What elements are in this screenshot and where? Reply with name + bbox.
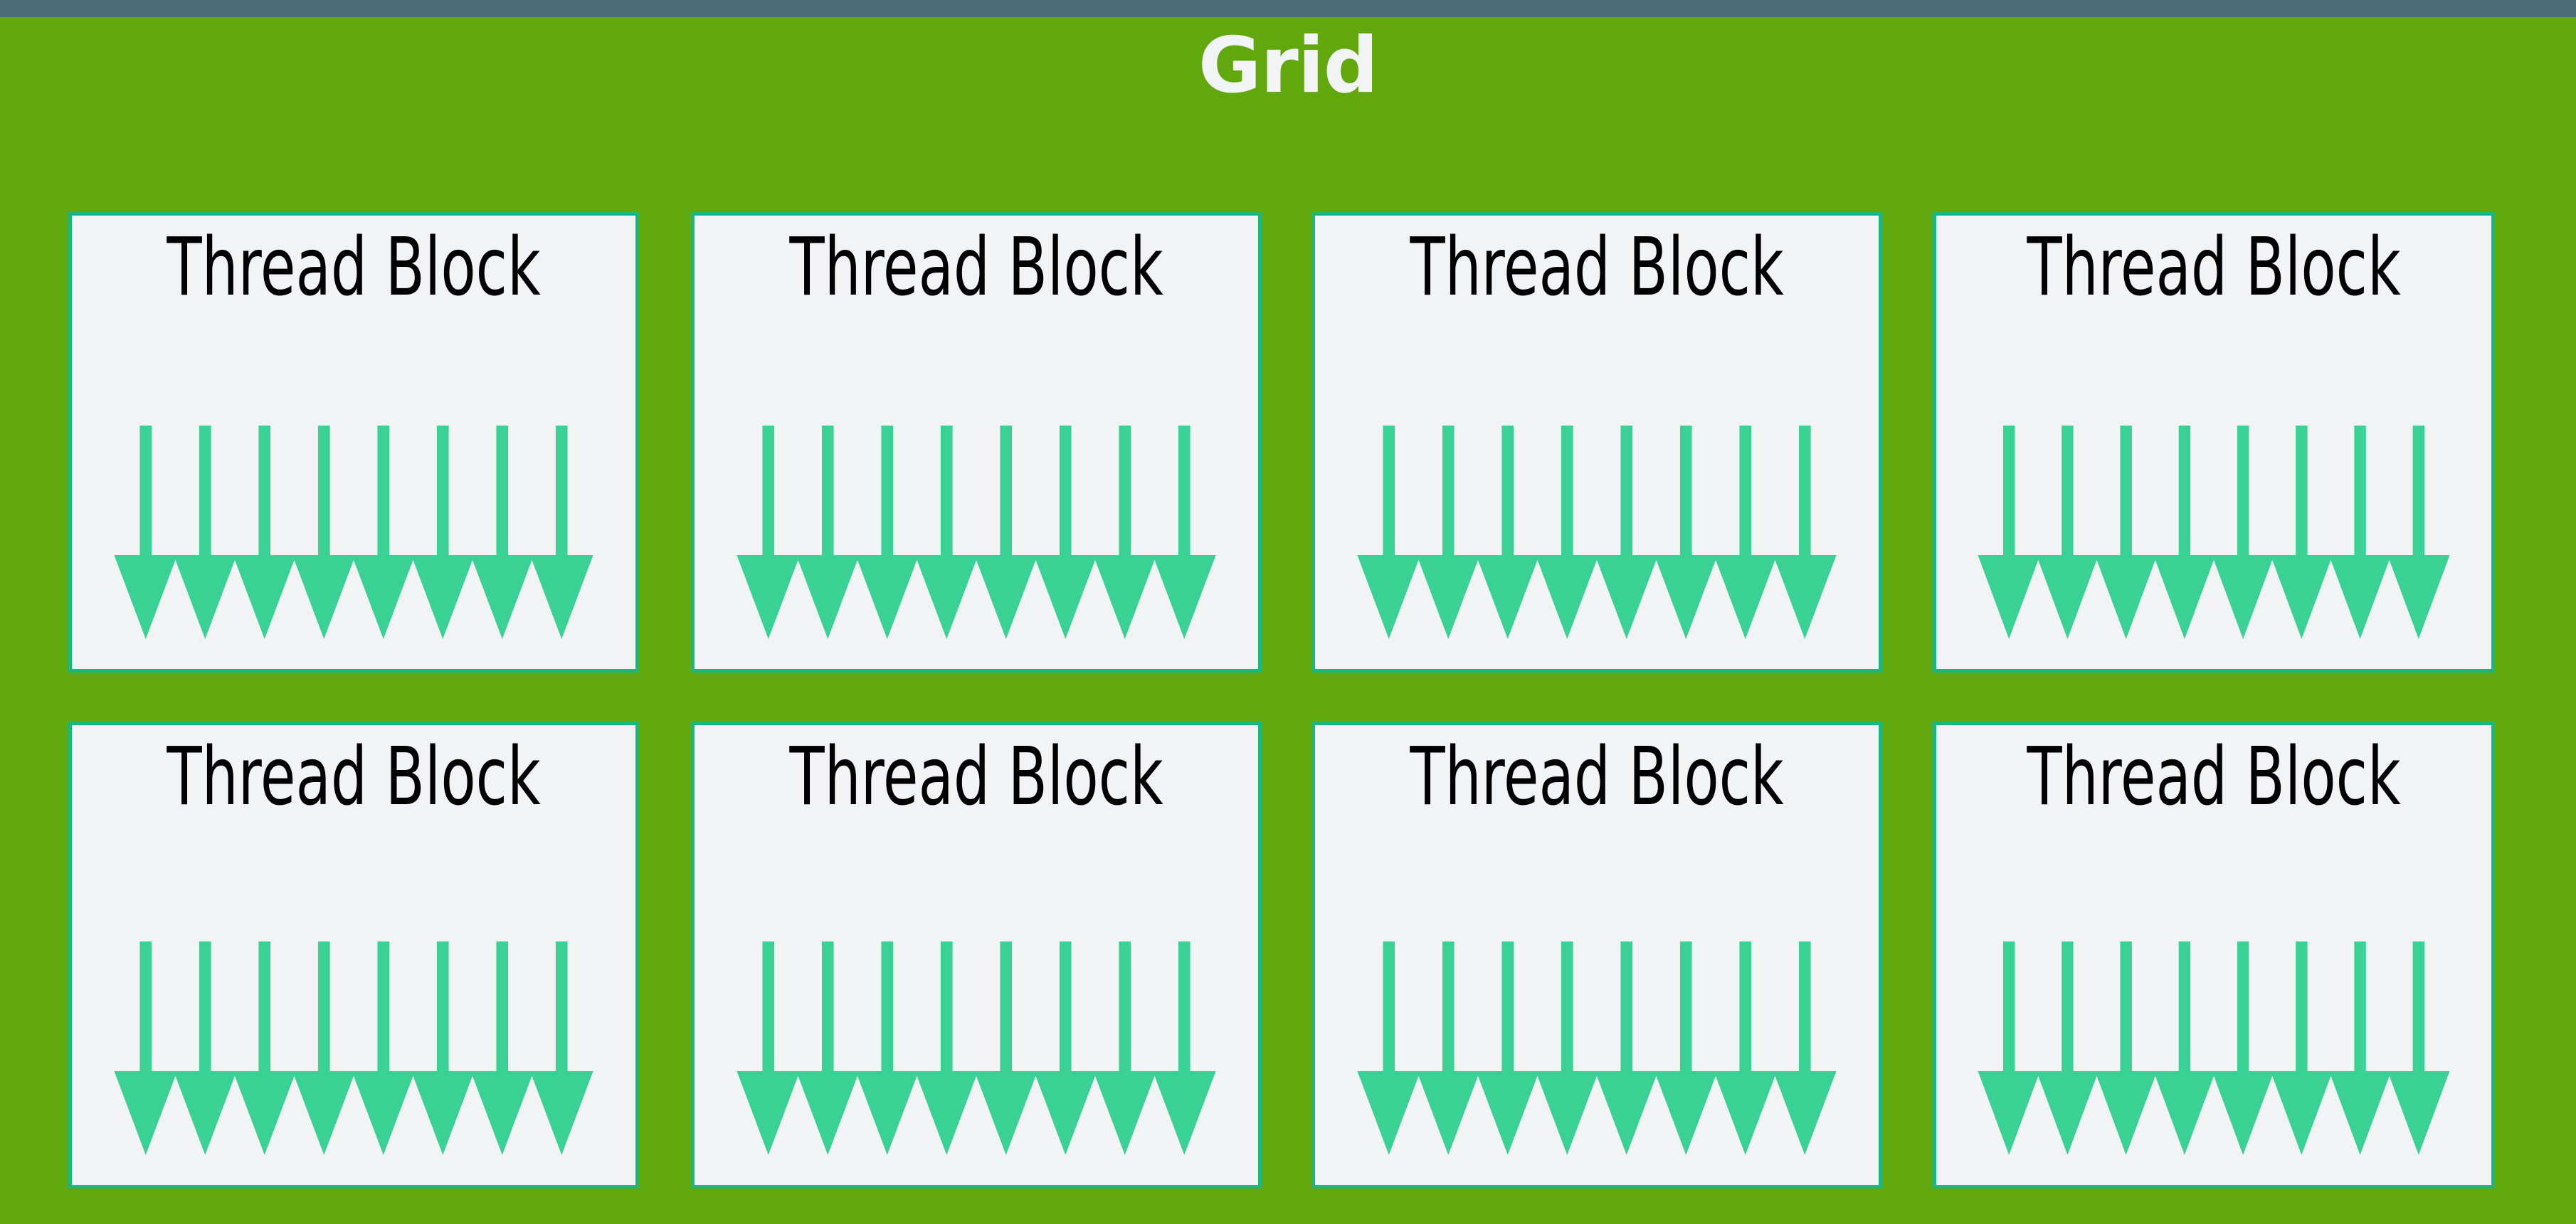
down-arrow-icon [1152, 1071, 1216, 1155]
down-arrow-icon [1033, 1071, 1097, 1155]
down-arrow-icon [1595, 1071, 1659, 1155]
down-arrow-icon [2212, 1071, 2274, 1155]
down-arrow-icon [1773, 1071, 1837, 1155]
thread-block-label: Thread Block [789, 731, 1163, 823]
down-arrow-icon [470, 1071, 534, 1155]
down-arrow-icon [292, 555, 356, 639]
thread-block: Thread Block [68, 722, 639, 1188]
down-arrow-icon [1152, 555, 1216, 639]
down-arrow-icon [974, 555, 1038, 639]
down-arrow-icon [352, 1071, 416, 1155]
down-arrow-icon [1357, 1071, 1421, 1155]
down-arrow-icon [411, 1071, 475, 1155]
thread-block-label: Thread Block [2027, 221, 2401, 314]
down-arrow-icon [1654, 1071, 1718, 1155]
down-arrow-icon [1416, 555, 1480, 639]
thread-block-label: Thread Block [1410, 221, 1784, 314]
down-arrow-icon [2328, 555, 2392, 639]
down-arrow-icon [2094, 1071, 2158, 1155]
thread-block: Thread Block [1311, 212, 1882, 672]
down-arrow-icon [796, 555, 860, 639]
down-arrow-icon [2036, 1071, 2099, 1155]
down-arrow-icon [1357, 555, 1421, 639]
down-arrow-icon [2094, 555, 2158, 639]
down-arrow-icon [114, 1071, 178, 1155]
thread-block: Thread Block [1933, 722, 2495, 1188]
thread-arrows-group [1936, 426, 2491, 639]
down-arrow-icon [529, 555, 593, 639]
down-arrow-icon [1714, 555, 1778, 639]
down-arrow-icon [2387, 1071, 2450, 1155]
thread-block-label: Thread Block [789, 221, 1163, 314]
thread-arrows-group [695, 941, 1258, 1155]
down-arrow-icon [233, 555, 297, 639]
down-arrow-icon [1595, 555, 1659, 639]
down-arrow-icon [352, 555, 416, 639]
down-arrow-icon [914, 555, 978, 639]
down-arrow-icon [292, 1071, 356, 1155]
down-arrow-icon [2270, 1071, 2333, 1155]
down-arrow-icon [1978, 1071, 2040, 1155]
thread-arrows-group [1315, 426, 1879, 639]
down-arrow-icon [737, 1071, 801, 1155]
down-arrow-icon [1416, 1071, 1480, 1155]
down-arrow-icon [737, 555, 801, 639]
thread-block: Thread Block [691, 212, 1262, 672]
down-arrow-icon [173, 555, 237, 639]
thread-block-label: Thread Block [167, 221, 541, 314]
down-arrow-icon [411, 555, 475, 639]
down-arrow-icon [114, 555, 178, 639]
down-arrow-icon [855, 555, 919, 639]
down-arrow-icon [855, 1071, 919, 1155]
thread-block-label: Thread Block [1410, 731, 1784, 823]
down-arrow-icon [1978, 555, 2040, 639]
down-arrow-icon [173, 1071, 237, 1155]
thread-arrows-group [72, 426, 635, 639]
down-arrow-icon [2212, 555, 2274, 639]
down-arrow-icon [1476, 1071, 1540, 1155]
down-arrow-icon [2153, 555, 2216, 639]
down-arrow-icon [2270, 555, 2333, 639]
down-arrow-icon [2153, 1071, 2216, 1155]
thread-block-label: Thread Block [2027, 731, 2401, 823]
down-arrow-icon [233, 1071, 297, 1155]
down-arrow-icon [1535, 555, 1599, 639]
down-arrow-icon [1476, 555, 1540, 639]
down-arrow-icon [1535, 1071, 1599, 1155]
thread-block: Thread Block [1311, 722, 1882, 1188]
down-arrow-icon [2328, 1071, 2392, 1155]
thread-block-label: Thread Block [167, 731, 541, 823]
thread-block: Thread Block [691, 722, 1262, 1188]
thread-block: Thread Block [1933, 212, 2495, 672]
down-arrow-icon [1773, 555, 1837, 639]
down-arrow-icon [2387, 555, 2450, 639]
down-arrow-icon [2036, 555, 2099, 639]
thread-arrows-group [72, 941, 635, 1155]
down-arrow-icon [974, 1071, 1038, 1155]
down-arrow-icon [529, 1071, 593, 1155]
down-arrow-icon [796, 1071, 860, 1155]
thread-arrows-group [695, 426, 1258, 639]
window-chrome-bar [0, 0, 2576, 17]
down-arrow-icon [470, 555, 534, 639]
down-arrow-icon [1654, 555, 1718, 639]
page-title: Grid [1198, 21, 1378, 110]
down-arrow-icon [1714, 1071, 1778, 1155]
down-arrow-icon [1093, 555, 1157, 639]
thread-arrows-group [1936, 941, 2491, 1155]
thread-arrows-group [1315, 941, 1879, 1155]
down-arrow-icon [1093, 1071, 1157, 1155]
down-arrow-icon [1033, 555, 1097, 639]
thread-block: Thread Block [68, 212, 639, 672]
down-arrow-icon [914, 1071, 978, 1155]
